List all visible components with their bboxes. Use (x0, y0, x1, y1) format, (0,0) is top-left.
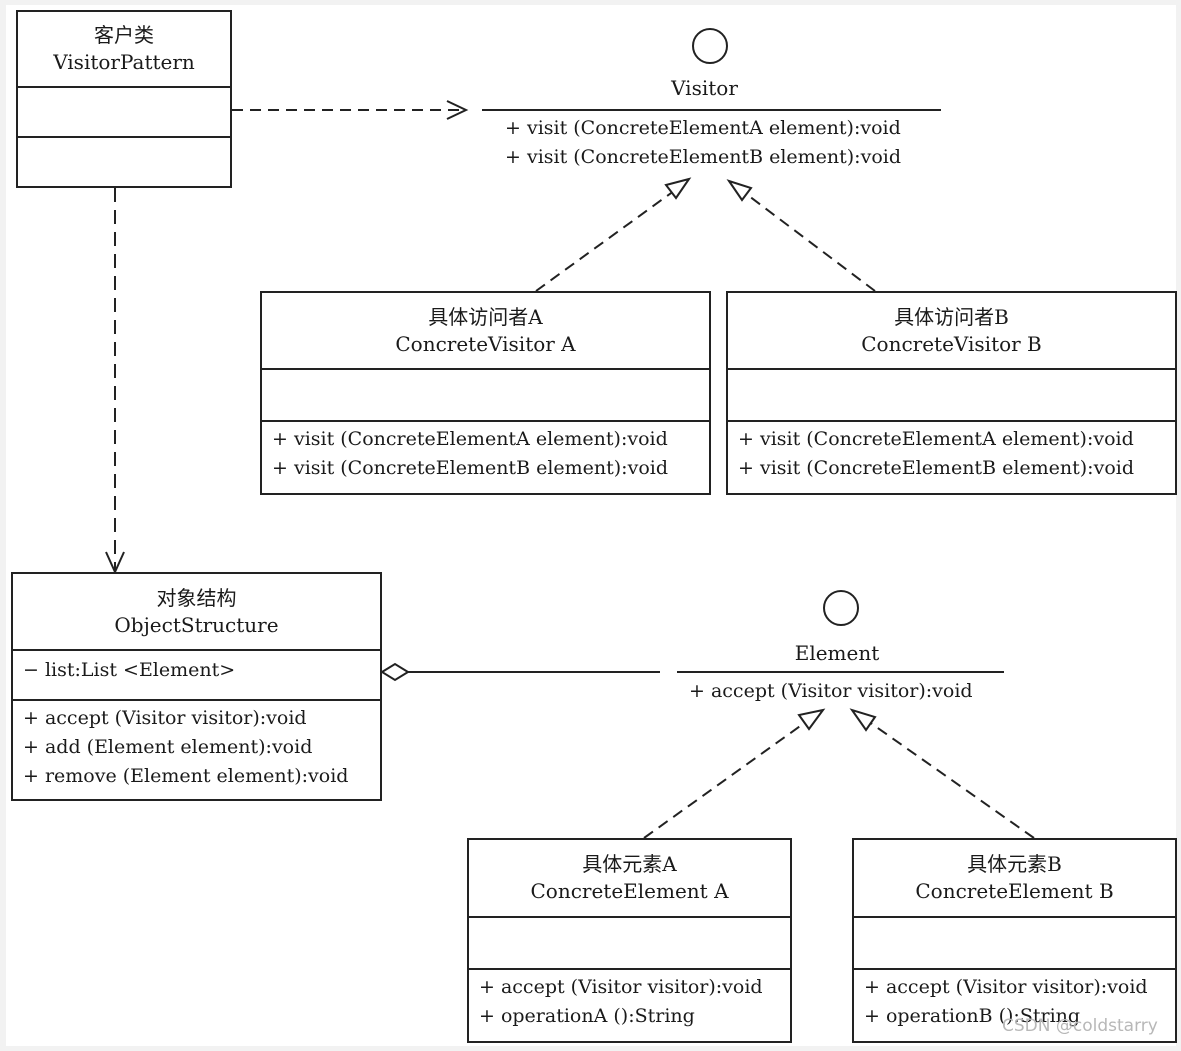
interface-element: Element + accept (Visitor visitor):void (677, 636, 1007, 716)
operation: + visit (ConcreteElementB element):void (272, 457, 668, 479)
interface-name: Visitor (671, 76, 738, 100)
interface-name: Element (794, 641, 880, 665)
attributes-compartment (854, 918, 1175, 970)
class-visitorpattern: 客户类 VisitorPattern (16, 10, 232, 188)
class-name-cn: 对象结构 (156, 585, 237, 610)
visitor-a-realization (535, 187, 679, 292)
operations-compartment: + accept (Visitor visitor):void + add (E… (13, 701, 380, 791)
operations-compartment: + visit (ConcreteElementA element):void … (262, 422, 709, 483)
operations-compartment: + visit (ConcreteElementA element):void … (728, 422, 1175, 483)
dependency-arrowhead (446, 100, 469, 120)
class-name-en: ConcreteVisitor B (861, 331, 1042, 356)
operation: + visit (ConcreteElementB element):void (738, 457, 1134, 479)
operation: + visit (ConcreteElementA element):void (505, 117, 901, 139)
watermark-text: CSDN @coldstarry (1002, 1016, 1158, 1036)
operation: + remove (Element element):void (23, 765, 349, 787)
class-header: 对象结构 ObjectStructure (13, 574, 380, 651)
class-name-cn: 具体元素B (967, 852, 1062, 876)
operation: + operationA ():String (479, 1005, 695, 1027)
class-header: 具体元素A ConcreteElement A (469, 840, 790, 918)
class-name-en: ObjectStructure (114, 612, 279, 637)
visitor-b-realization (740, 189, 876, 292)
operation: + add (Element element):void (23, 736, 313, 758)
class-header: 具体元素B ConcreteElement B (854, 840, 1175, 918)
attributes-compartment (469, 918, 790, 970)
realization-arrowhead (726, 179, 753, 202)
interface-visitor: Visitor + visit (ConcreteElementA elemen… (482, 72, 942, 182)
aggregation-diamond (380, 662, 410, 682)
attribute: − list:List <Element> (23, 659, 236, 681)
class-name-en: ConcreteVisitor A (395, 331, 576, 356)
class-header: 客户类 VisitorPattern (18, 12, 230, 88)
class-name-cn: 具体元素A (582, 852, 677, 876)
class-name-cn: 客户类 (94, 23, 154, 47)
operation: + operationB ():String (864, 1005, 1081, 1027)
element-interface-circle (823, 590, 859, 626)
operation: + accept (Visitor visitor):void (864, 976, 1148, 998)
realization-arrowhead (849, 708, 877, 732)
class-objectstructure: 对象结构 ObjectStructure − list:List <Elemen… (11, 572, 382, 801)
visitor-interface-circle (692, 28, 728, 64)
element-b-realization (864, 718, 1035, 839)
realization-arrowhead (664, 177, 692, 200)
class-name-en: VisitorPattern (53, 50, 195, 74)
interface-operations: + accept (Visitor visitor):void (689, 677, 973, 706)
operation: + visit (ConcreteElementB element):void (505, 146, 901, 168)
element-a-realization (643, 718, 811, 839)
class-concretevisitor-b: 具体访问者B ConcreteVisitor B + visit (Concre… (726, 291, 1177, 495)
class-concretevisitor-a: 具体访问者A ConcreteVisitor A + visit (Concre… (260, 291, 711, 495)
attributes-compartment (262, 370, 709, 422)
class-name-en: ConcreteElement B (915, 879, 1114, 903)
operations-compartment: + accept (Visitor visitor):void + operat… (469, 970, 790, 1031)
class-name-cn: 具体访问者A (428, 304, 543, 329)
realization-arrowhead (797, 708, 826, 731)
class-header: 具体访问者B ConcreteVisitor B (728, 293, 1175, 370)
operation: + accept (Visitor visitor):void (689, 680, 973, 702)
operations-compartment: + accept (Visitor visitor):void + operat… (854, 970, 1175, 1031)
operation: + visit (ConcreteElementA element):void (272, 428, 668, 450)
operation: + accept (Visitor visitor):void (479, 976, 763, 998)
operation: + visit (ConcreteElementA element):void (738, 428, 1134, 450)
attributes-compartment: − list:List <Element> (13, 651, 380, 701)
class-header: 具体访问者A ConcreteVisitor A (262, 293, 709, 370)
interface-operations: + visit (ConcreteElementA element):void … (505, 114, 901, 172)
class-name-en: ConcreteElement A (530, 879, 729, 903)
class-concreteelement-a: 具体元素A ConcreteElement A + accept (Visito… (467, 838, 792, 1043)
class-name-cn: 具体访问者B (894, 304, 1009, 329)
attributes-compartment (728, 370, 1175, 422)
operation: + accept (Visitor visitor):void (23, 707, 307, 729)
attributes-compartment (18, 88, 230, 138)
class-concreteelement-b: 具体元素B ConcreteElement B + accept (Visito… (852, 838, 1177, 1043)
